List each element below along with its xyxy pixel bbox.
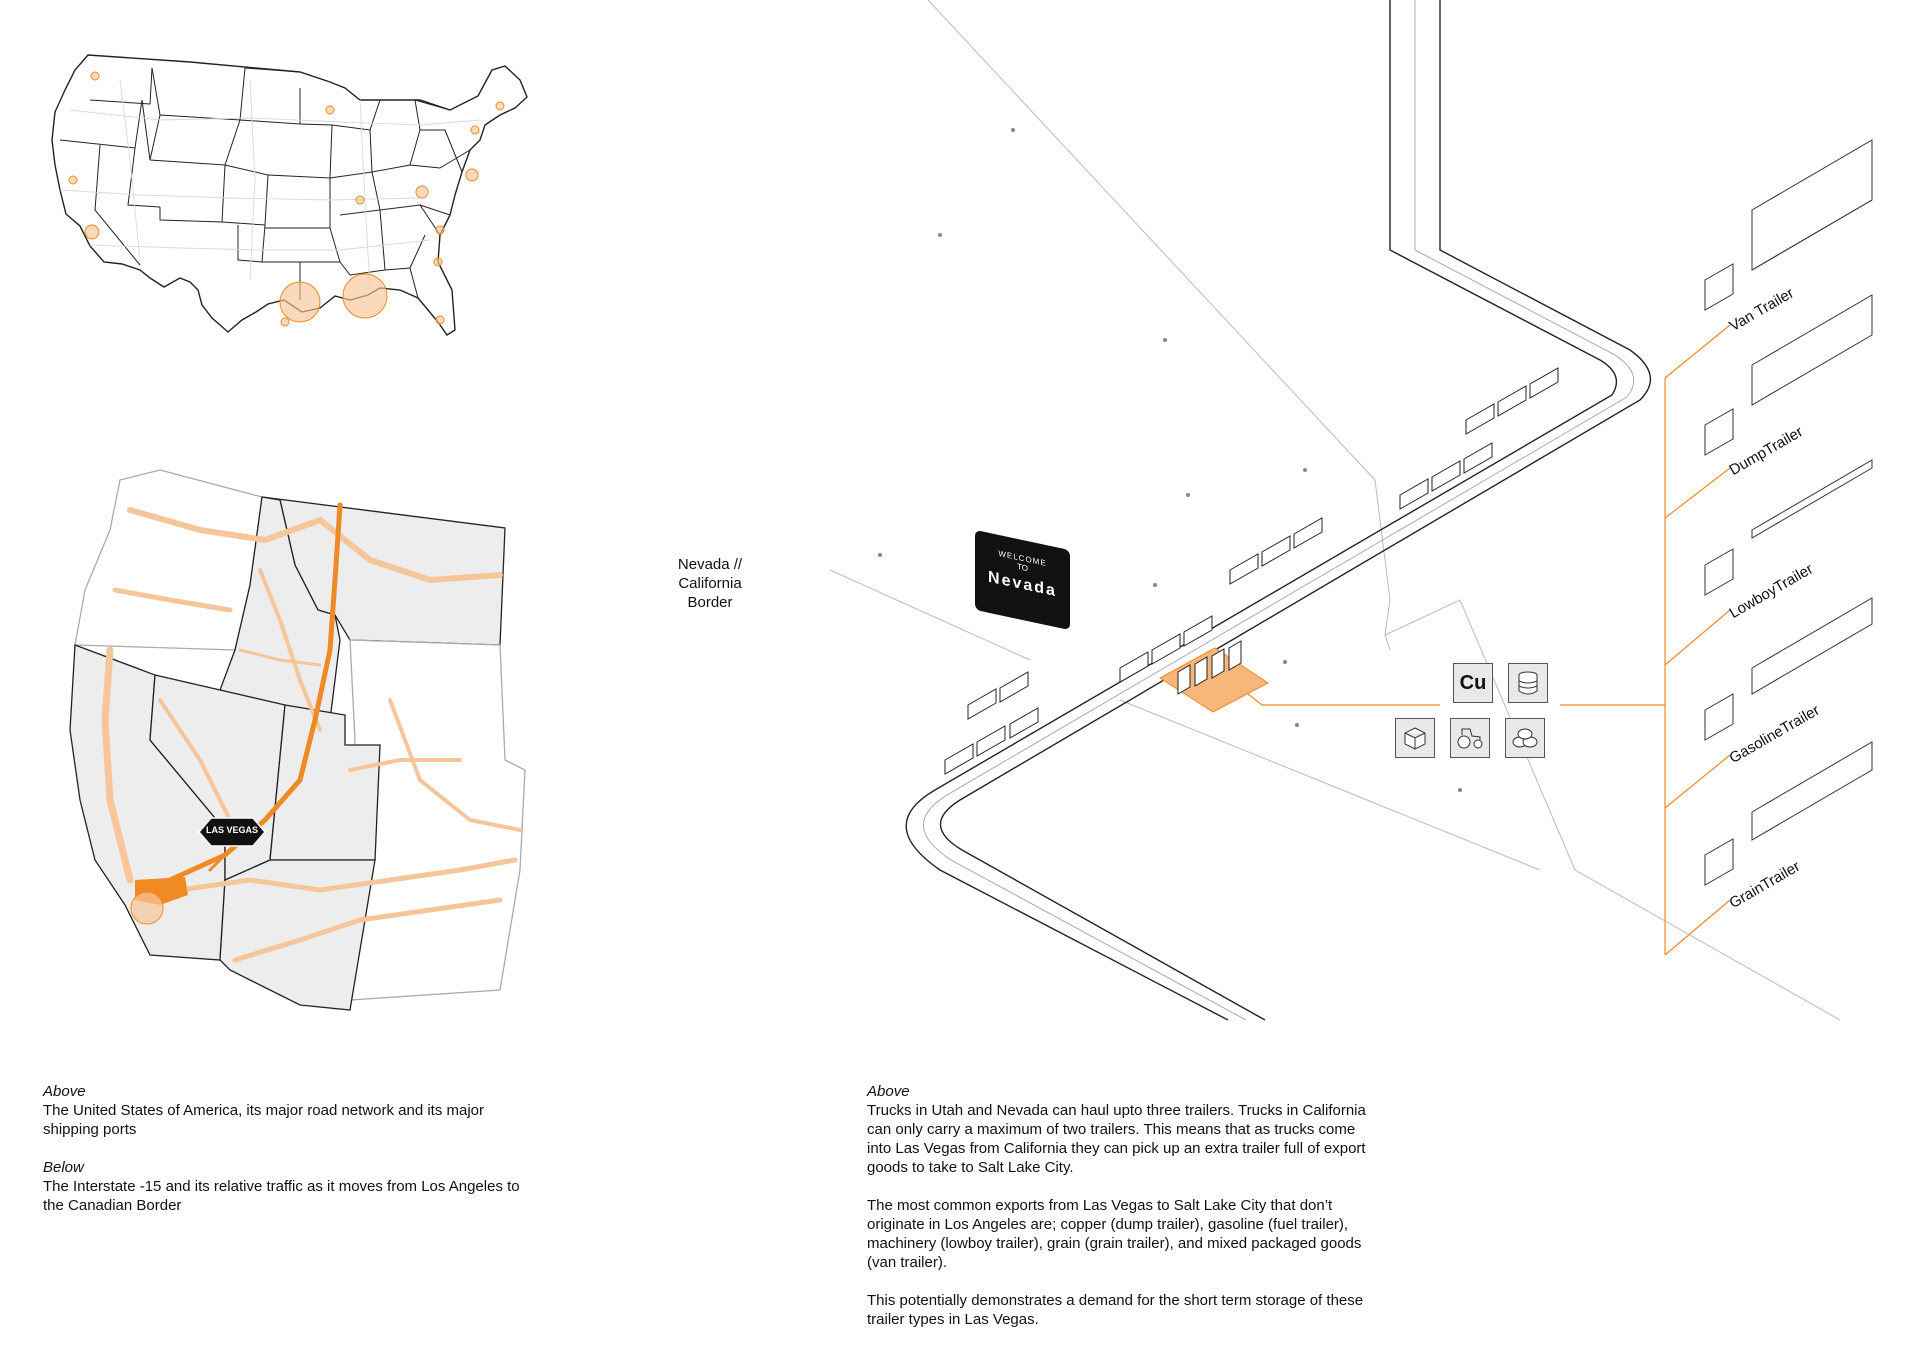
connector-lines bbox=[1247, 324, 1731, 956]
context-lines bbox=[829, 0, 1841, 1021]
los-angeles-port bbox=[130, 891, 164, 925]
nevada-california-border-label: Nevada // California Border bbox=[677, 556, 743, 611]
left-caption: Above The United States of America, its … bbox=[43, 1082, 533, 1215]
left-above-text: The United States of America, its major … bbox=[43, 1102, 485, 1138]
trailer-illustrations bbox=[1704, 139, 1873, 886]
traffic-flows bbox=[101, 507, 522, 963]
left-below-text: The Interstate -15 and its relative traf… bbox=[43, 1178, 520, 1214]
right-caption: Above Trucks in Utah and Nevada can haul… bbox=[867, 1082, 1367, 1348]
trailer-storage-yard bbox=[1159, 640, 1269, 713]
package-icon bbox=[1395, 718, 1435, 758]
right-paragraph-2: The most common exports from Las Vegas t… bbox=[867, 1197, 1362, 1271]
las-vegas-sign: LAS VEGAS bbox=[197, 815, 267, 849]
road-trucks bbox=[944, 367, 1559, 775]
left-above-heading: Above bbox=[43, 1083, 86, 1100]
us-shipping-ports bbox=[68, 71, 505, 327]
i15-route bbox=[167, 502, 343, 883]
right-paragraph-3: This potentially demonstrates a demand f… bbox=[867, 1292, 1364, 1328]
tractor-icon bbox=[1450, 718, 1490, 758]
left-below-heading: Below bbox=[43, 1159, 84, 1176]
right-paragraph-1: Trucks in Utah and Nevada can haul upto … bbox=[867, 1102, 1366, 1176]
grain-sacks-icon bbox=[1505, 718, 1545, 758]
us-state-lines bbox=[59, 67, 471, 300]
barrel-icon bbox=[1508, 663, 1548, 703]
people-markers bbox=[878, 128, 1462, 792]
right-above-heading: Above bbox=[867, 1083, 910, 1100]
highway bbox=[905, 0, 1652, 1021]
las-vegas-sign-text: LAS VEGAS bbox=[205, 825, 258, 835]
copper-icon: Cu bbox=[1453, 663, 1493, 703]
